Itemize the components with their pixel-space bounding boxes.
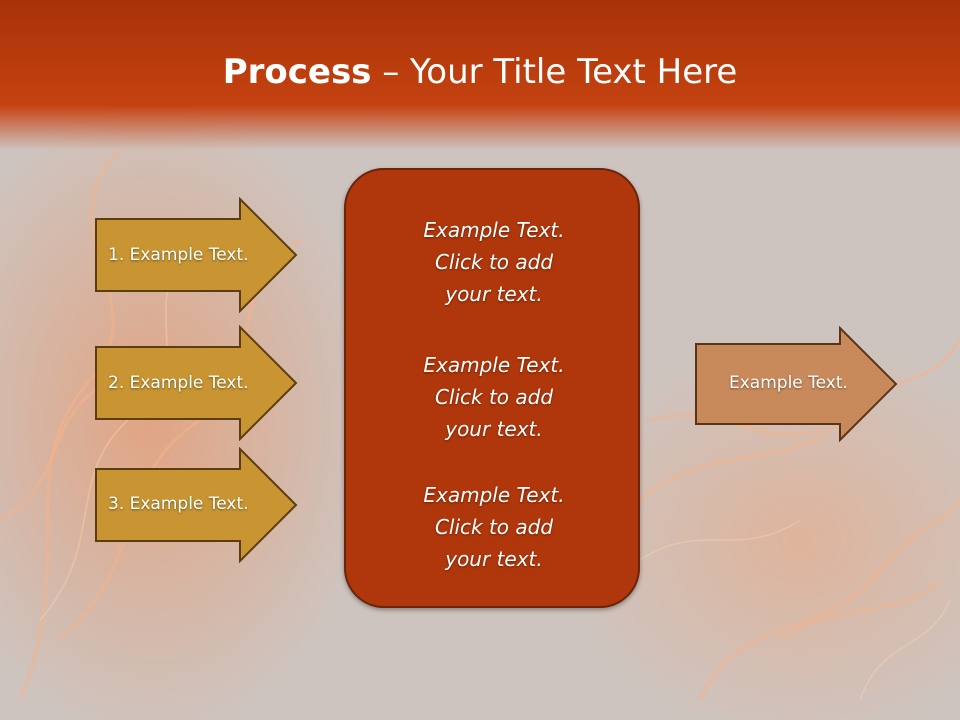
title-rest: – Your Title Text Here (371, 52, 738, 92)
slide-title: Process – Your Title Text Here (0, 52, 960, 92)
left-arrow-1[interactable] (94, 197, 300, 313)
left-arrow-3-label: 3. Example Text. (108, 494, 249, 514)
paragraph-line: your text. (445, 547, 543, 571)
title-band (0, 0, 960, 150)
paragraph-line: your text. (445, 417, 543, 441)
paragraph-line: Click to add (434, 250, 554, 274)
right-arrow[interactable] (694, 326, 900, 442)
title-bold: Process (222, 52, 372, 92)
left-arrow-1-label: 1. Example Text. (108, 245, 249, 265)
center-text-box[interactable]: Example Text. Click to add your text. Ex… (344, 168, 640, 608)
paragraph-line: Example Text. (423, 218, 565, 242)
center-paragraph-3: Example Text. Click to add your text. (346, 479, 642, 575)
left-arrow-2[interactable] (94, 325, 300, 441)
right-arrow-label: Example Text. (729, 373, 848, 393)
left-arrow-3[interactable] (94, 447, 300, 563)
center-paragraph-2: Example Text. Click to add your text. (346, 349, 642, 445)
paragraph-line: Example Text. (423, 483, 565, 507)
paragraph-line: your text. (445, 282, 543, 306)
paragraph-line: Click to add (434, 385, 554, 409)
left-arrow-2-label: 2. Example Text. (108, 373, 249, 393)
center-paragraph-1: Example Text. Click to add your text. (346, 214, 642, 310)
paragraph-line: Click to add (434, 515, 554, 539)
paragraph-line: Example Text. (423, 353, 565, 377)
